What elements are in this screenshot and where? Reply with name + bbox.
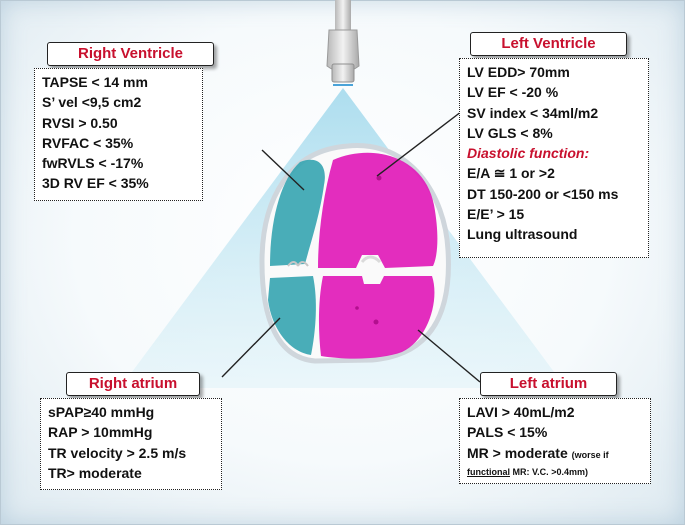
lv-diastolic-heading: Diastolic function: (467, 145, 590, 162)
lv-item: LV EDD> 70mm (467, 64, 570, 80)
la-mr-note-a: (worse if (571, 449, 609, 460)
la-item: PALS < 15% (467, 424, 548, 441)
la-mr-main: MR > moderate (467, 444, 568, 461)
lv-diastolic-item: DT 150-200 or <150 ms (467, 185, 619, 202)
la-mr-note-c: MR: V.C. >0.4mm) (512, 466, 588, 477)
rv-item: fwRVLS < -17% (42, 155, 144, 172)
heart-four-chamber-icon (259, 143, 451, 364)
ra-item: sPAP≥40 mmHg (48, 404, 155, 420)
ra-item: RAP > 10mmHg (48, 424, 153, 441)
ra-criteria-box: sPAP≥40 mmHg RAP > 10mmHg TR velocity > … (40, 398, 222, 490)
ra-item: TR velocity > 2.5 m/s (48, 444, 187, 461)
ultrasound-probe-icon (326, 0, 360, 86)
lv-connector-line (376, 104, 471, 177)
lv-diastolic-item: E/A ≅ 1 or >2 (467, 165, 555, 182)
rv-item: RVFAC < 35% (42, 134, 134, 151)
la-mr-note-line: functional MR: V.C. >0.4mm) (467, 465, 643, 479)
rv-connector-line (261, 149, 305, 191)
rv-item: RVSI > 0.50 (42, 114, 118, 131)
lv-item: LV GLS < 8% (467, 124, 553, 141)
lv-criteria-box: LV EDD> 70mm LV EF < -20 % SV index < 34… (459, 58, 649, 258)
ra-connector-line (221, 317, 281, 378)
rv-item: TAPSE < 14 mm (42, 74, 148, 90)
la-title: Left atrium (480, 372, 617, 396)
ra-item: TR> moderate (48, 464, 142, 481)
rv-item: 3D RV EF < 35% (42, 175, 149, 192)
la-criteria-box: LAVI > 40mL/m2 PALS < 15% MR > moderate … (459, 398, 651, 484)
lv-diastolic-item: Lung ultrasound (467, 226, 578, 243)
la-connector-line (417, 329, 481, 383)
rv-title: Right Ventricle (47, 42, 214, 66)
la-mr-line: MR > moderate (worse if (467, 443, 643, 465)
lv-item: LV EF < -20 % (467, 84, 559, 101)
lv-diastolic-item: E/E’ > 15 (467, 206, 525, 223)
la-item: LAVI > 40mL/m2 (467, 404, 575, 420)
rv-criteria-box: TAPSE < 14 mm S’ vel <9,5 cm2 RVSI > 0.5… (34, 68, 203, 201)
lv-title: Left Ventricle (470, 32, 627, 56)
rv-item: S’ vel <9,5 cm2 (42, 94, 142, 111)
la-mr-note-b: functional (467, 466, 510, 477)
ra-title: Right atrium (66, 372, 200, 396)
lv-item: SV index < 34ml/m2 (467, 104, 599, 121)
